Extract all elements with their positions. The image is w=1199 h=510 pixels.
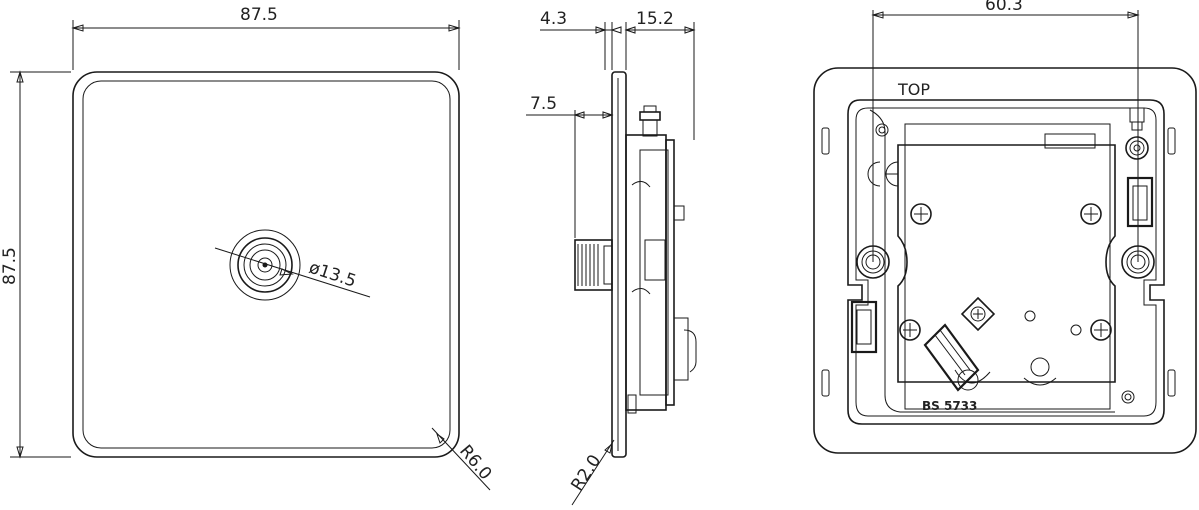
front-view: 87.5 87.5 ø13.5 R6.0 <box>0 5 495 491</box>
rear-module-board <box>897 144 1116 383</box>
connector-protrusion-label: 7.5 <box>530 94 557 114</box>
rear-view: TOP BS 5733 60.3 <box>813 0 1197 454</box>
front-radius-label: R6.0 <box>455 441 495 484</box>
front-radius-leader <box>431 427 491 491</box>
rear-back-box-outline <box>847 99 1165 425</box>
body-depth-label: 15.2 <box>636 9 674 29</box>
side-radius-label: R2.0 <box>567 451 605 494</box>
standard-label: BS 5733 <box>922 399 977 413</box>
plate-thickness-label: 4.3 <box>540 9 567 29</box>
front-height-label: 87.5 <box>0 247 20 285</box>
front-width-label: 87.5 <box>240 5 278 25</box>
front-plate-outline <box>72 71 460 458</box>
front-plate-bevel <box>82 80 451 449</box>
orientation-label: TOP <box>897 80 930 99</box>
side-threaded-connector <box>574 239 613 291</box>
rear-coax-lead <box>923 323 991 392</box>
side-view: 4.3 15.2 7.5 R2.0 <box>526 9 697 506</box>
side-module-body <box>625 134 667 411</box>
side-plate <box>611 71 627 458</box>
connector-diameter-label: ø13.5 <box>306 258 358 292</box>
rear-plate-outline <box>813 67 1197 454</box>
coax-connector <box>214 229 371 301</box>
board-screws <box>899 203 1112 341</box>
fixing-centres-label: 60.3 <box>985 0 1023 15</box>
